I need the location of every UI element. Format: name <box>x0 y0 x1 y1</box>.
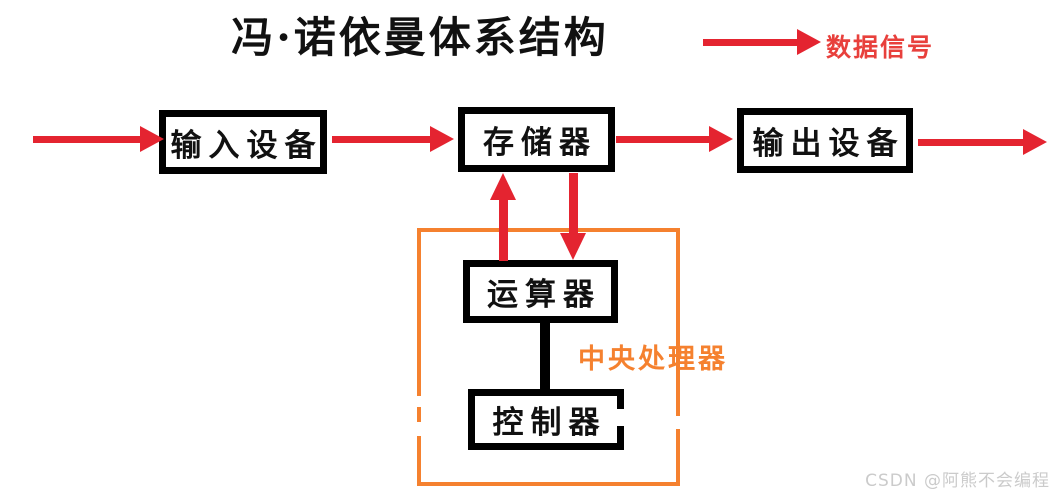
node-input-device: 输入设备 <box>159 110 327 174</box>
node-alu: 运算器 <box>463 260 618 323</box>
node-control-unit-label: 控制器 <box>492 405 607 441</box>
alu-control-connector-line <box>540 320 550 392</box>
node-output-device: 输出设备 <box>737 108 913 173</box>
artifact-patch <box>410 396 423 407</box>
artifact-patch <box>617 409 630 426</box>
arrow-shaft <box>33 136 143 143</box>
node-input-device-label: 输入设备 <box>170 127 323 164</box>
arrow-head-icon <box>560 233 586 260</box>
arrow-head-icon <box>140 126 164 152</box>
artifact-patch <box>674 416 685 429</box>
node-control-unit: 控制器 <box>468 389 624 450</box>
artifact-patch <box>410 422 423 436</box>
csdn-watermark: CSDN @阿熊不会编程 <box>865 471 1050 491</box>
arrow-shaft <box>918 139 1026 146</box>
legend-arrow-icon <box>797 29 821 55</box>
node-alu-label: 运算器 <box>487 277 601 313</box>
cpu-group-label: 中央处理器 <box>578 344 728 375</box>
node-memory: 存储器 <box>458 107 615 172</box>
node-output-device-label: 输出设备 <box>752 126 905 162</box>
legend-label: 数据信号 <box>826 33 935 62</box>
legend-arrow-shaft <box>703 39 798 46</box>
arrow-shaft <box>499 197 508 261</box>
arrow-shaft <box>616 136 711 143</box>
diagram-title: 冯·诺依曼体系结构 <box>231 13 609 62</box>
arrow-head-icon <box>490 173 516 200</box>
cpu-group-box <box>417 228 680 486</box>
arrow-head-icon <box>709 126 733 152</box>
node-memory-label: 存储器 <box>483 125 597 161</box>
arrow-head-icon <box>430 126 454 152</box>
arrow-shaft <box>569 173 578 235</box>
arrow-shaft <box>332 136 432 143</box>
arrow-head-icon <box>1023 129 1047 155</box>
